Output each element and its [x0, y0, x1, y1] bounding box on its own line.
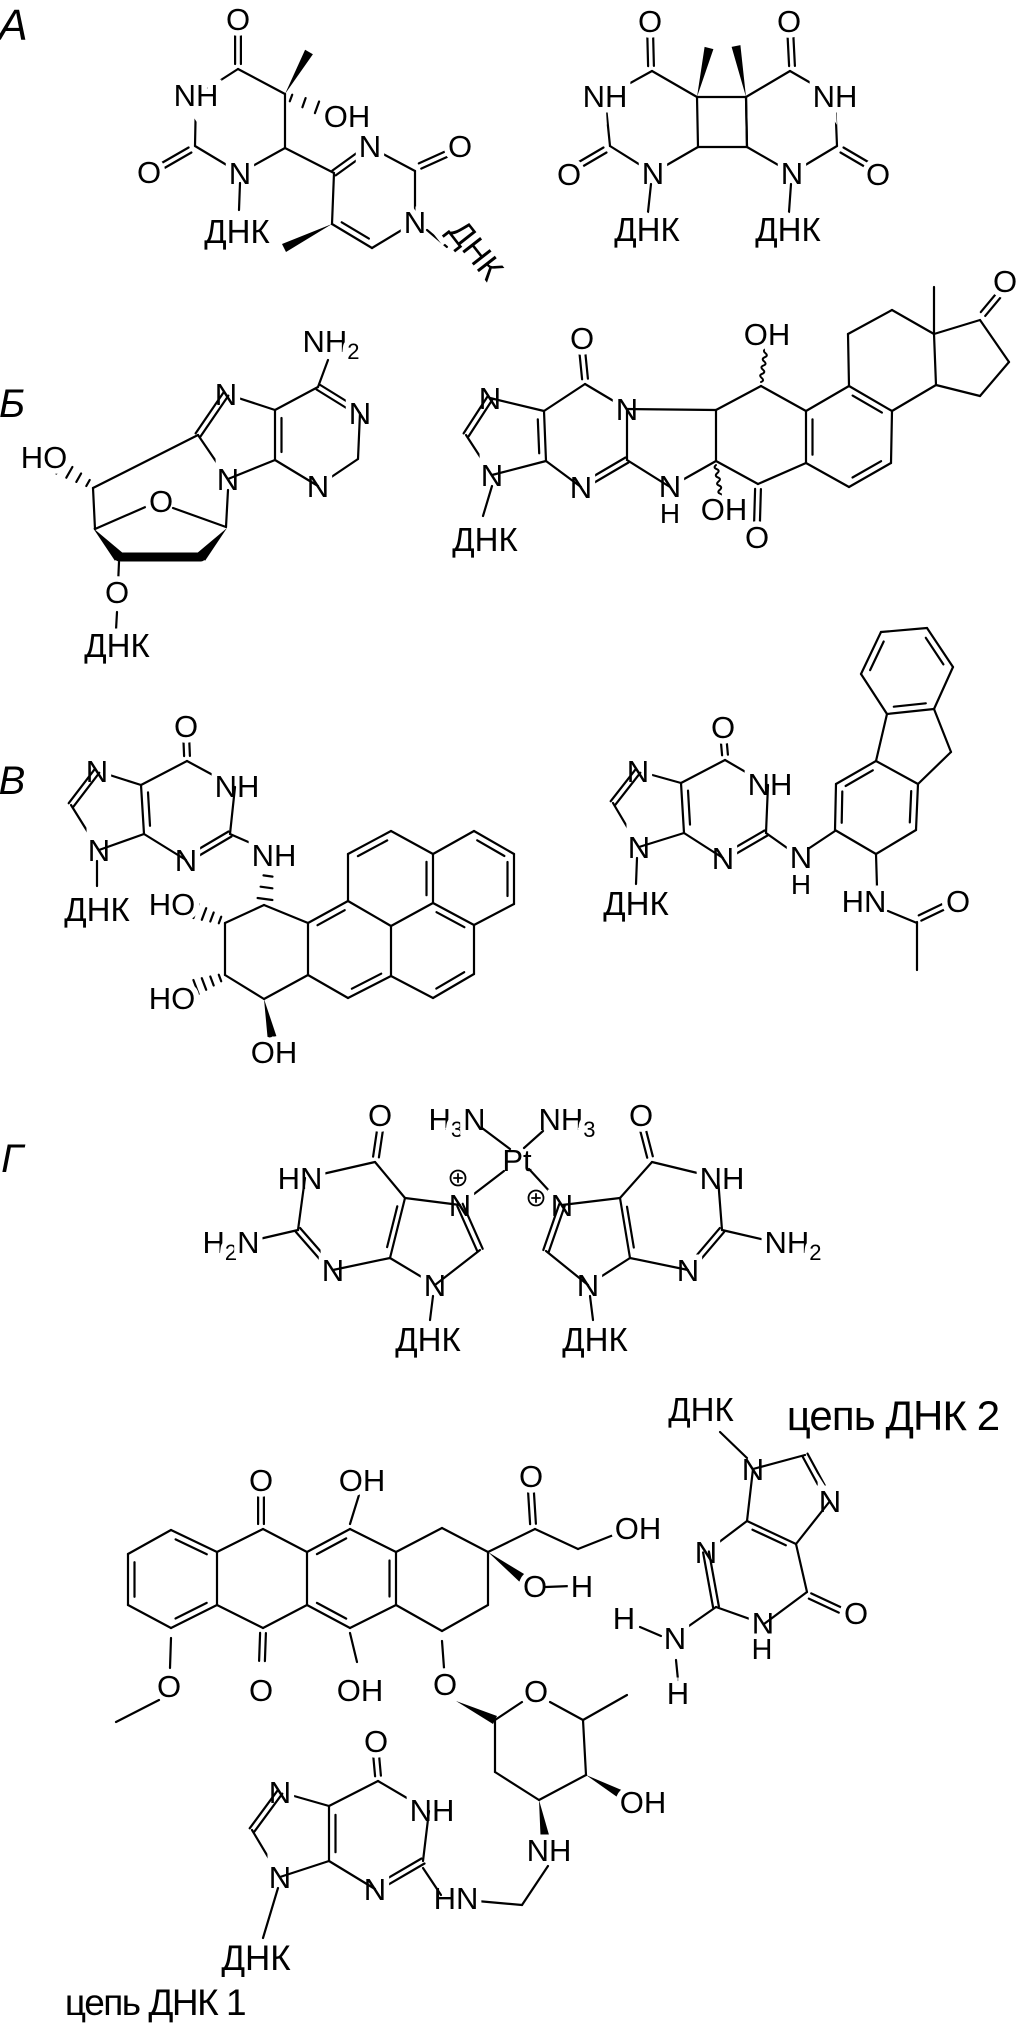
svg-text:O: O: [745, 520, 769, 555]
svg-text:ДНК: ДНК: [603, 885, 669, 922]
svg-text:N: N: [215, 377, 237, 412]
svg-text:N: N: [627, 754, 649, 789]
svg-text:O: O: [364, 1724, 388, 1759]
svg-text:O: O: [866, 157, 890, 192]
svg-text:N: N: [664, 1621, 686, 1656]
svg-text:OH: OH: [251, 1035, 298, 1070]
svg-text:N: N: [781, 156, 803, 191]
svg-text:OH: OH: [744, 317, 791, 352]
svg-text:цепь ДНК 1: цепь ДНК 1: [65, 1982, 245, 2023]
svg-text:O: O: [368, 1098, 392, 1133]
svg-text:O: O: [157, 1669, 181, 1704]
svg-text:N: N: [642, 156, 664, 191]
svg-text:O: O: [946, 884, 970, 919]
svg-text:NH: NH: [583, 79, 628, 114]
svg-text:NH: NH: [252, 838, 297, 873]
svg-text:H2N: H2N: [202, 1225, 259, 1265]
svg-text:H: H: [613, 1601, 635, 1636]
svg-text:O: O: [844, 1596, 868, 1631]
svg-text:OH: OH: [339, 1463, 386, 1498]
svg-text:OH: OH: [324, 99, 371, 134]
svg-text:H: H: [571, 1569, 593, 1604]
svg-text:O: O: [523, 1569, 547, 1604]
svg-text:N: N: [359, 129, 381, 164]
svg-text:N: N: [88, 833, 110, 868]
svg-text:O: O: [519, 1459, 543, 1494]
svg-text:HO: HO: [149, 887, 196, 922]
svg-text:O: O: [433, 1667, 457, 1702]
svg-text:HN: HN: [278, 1161, 323, 1196]
svg-text:O: O: [524, 1674, 548, 1709]
svg-text:цепь ДНК 2: цепь ДНК 2: [787, 1392, 1000, 1439]
svg-text:OH: OH: [337, 1673, 384, 1708]
svg-text:H: H: [660, 498, 680, 529]
svg-text:NH: NH: [527, 1833, 572, 1868]
svg-text:NH: NH: [813, 79, 858, 114]
svg-text:O: O: [557, 157, 581, 192]
svg-text:N: N: [752, 1606, 774, 1641]
svg-text:Pt: Pt: [502, 1143, 532, 1178]
svg-text:NH: NH: [174, 78, 219, 113]
svg-text:O: O: [993, 264, 1017, 299]
svg-text:Б: Б: [0, 382, 25, 426]
svg-text:O: O: [711, 710, 735, 745]
svg-text:O: O: [777, 4, 801, 39]
svg-text:OH: OH: [615, 1511, 662, 1546]
svg-text:H: H: [791, 869, 811, 900]
svg-text:ДНК: ДНК: [64, 891, 130, 928]
svg-text:O: O: [629, 1098, 653, 1133]
svg-text:O: O: [638, 4, 662, 39]
svg-text:Г: Г: [1, 1137, 26, 1181]
svg-text:N: N: [404, 205, 426, 240]
svg-text:O: O: [448, 129, 472, 164]
svg-text:O: O: [570, 321, 594, 356]
svg-text:ДНК: ДНК: [668, 1391, 734, 1428]
svg-text:O: O: [137, 155, 161, 190]
svg-text:ДНК: ДНК: [221, 1939, 291, 1978]
svg-text:H: H: [667, 1676, 689, 1711]
svg-text:ДНК: ДНК: [84, 627, 150, 664]
svg-text:O: O: [174, 709, 198, 744]
svg-text:O: O: [105, 575, 129, 610]
svg-text:N: N: [790, 840, 812, 875]
svg-text:O: O: [226, 2, 250, 37]
svg-text:HO: HO: [21, 440, 68, 475]
svg-text:N: N: [269, 1775, 291, 1810]
svg-text:В: В: [0, 759, 25, 803]
svg-text:А: А: [0, 1, 28, 50]
svg-text:O: O: [249, 1673, 273, 1708]
svg-text:N: N: [86, 754, 108, 789]
svg-text:ДНК: ДНК: [452, 521, 518, 558]
svg-text:ДНК: ДНК: [204, 213, 270, 250]
svg-text:NH: NH: [410, 1793, 455, 1828]
svg-text:HN: HN: [434, 1881, 479, 1916]
svg-text:ДНК: ДНК: [562, 1321, 628, 1358]
svg-text:NH: NH: [215, 769, 260, 804]
svg-text:HN: HN: [842, 884, 887, 919]
svg-text:NH: NH: [700, 1161, 745, 1196]
svg-text:ДНК: ДНК: [395, 1321, 461, 1358]
svg-text:ДНК: ДНК: [614, 211, 680, 248]
svg-text:H: H: [752, 1634, 773, 1666]
svg-text:ДНК: ДНК: [755, 211, 821, 248]
svg-text:NH: NH: [748, 767, 793, 802]
svg-text:O: O: [249, 1463, 273, 1498]
svg-text:OH: OH: [701, 492, 748, 527]
svg-text:OH: OH: [620, 1785, 667, 1820]
svg-text:O: O: [149, 484, 173, 519]
svg-text:HO: HO: [149, 981, 196, 1016]
